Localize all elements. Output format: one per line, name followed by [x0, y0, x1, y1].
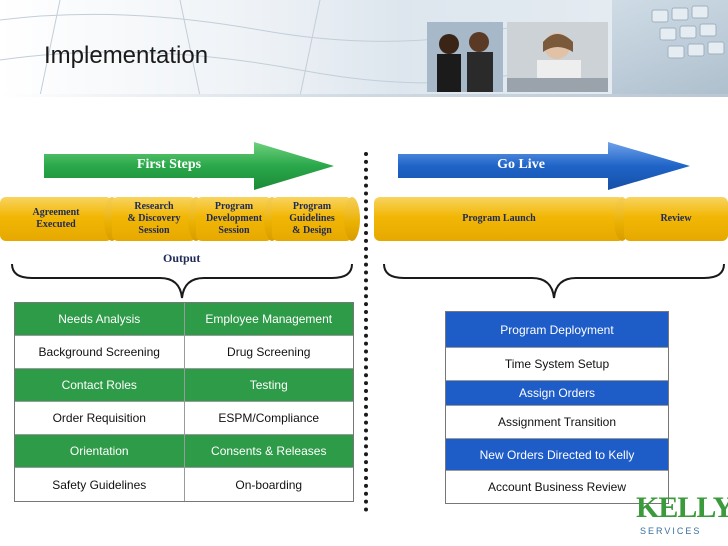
keyboard-photo — [612, 0, 728, 96]
process-step-end — [344, 197, 360, 241]
list-item: Time System Setup — [446, 348, 668, 381]
process-step-guidelines: Program Guidelines & Design — [272, 197, 352, 241]
phase-divider — [364, 152, 368, 512]
list-item: New Orders Directed to Kelly — [446, 439, 668, 471]
go-live-output-list: Program Deployment Time System Setup Ass… — [445, 311, 669, 504]
woman-laptop-photo — [507, 22, 608, 92]
process-step-research: Research & Discovery Session — [112, 197, 196, 241]
table-cell: Drug Screening — [183, 336, 353, 368]
first-steps-output-table: Needs Analysis Employee Management Backg… — [14, 302, 354, 502]
page-title: Implementation — [44, 42, 209, 69]
table-cell: Safety Guidelines — [15, 468, 184, 501]
list-item: Assignment Transition — [446, 406, 668, 439]
header-banner: Implementation — [0, 0, 728, 96]
table-row: Needs Analysis Employee Management — [15, 303, 353, 336]
table-row: Order Requisition ESPM/Compliance — [15, 402, 353, 435]
process-step-development: Program Development Session — [196, 197, 272, 241]
go-live-label: Go Live — [497, 157, 545, 172]
list-item: Assign Orders — [446, 381, 668, 406]
table-cell: Testing — [183, 369, 353, 401]
table-cell: On-boarding — [183, 468, 353, 501]
header-divider — [0, 94, 728, 97]
table-cell: ESPM/Compliance — [183, 402, 353, 434]
table-row: Background Screening Drug Screening — [15, 336, 353, 369]
table-cell: Employee Management — [183, 303, 353, 335]
business-people-photo — [427, 22, 503, 92]
table-cell: Order Requisition — [15, 402, 184, 434]
table-cell: Consents & Releases — [183, 435, 353, 467]
kelly-services-logo: KELLY SERVICES — [636, 493, 728, 541]
list-item: Program Deployment — [446, 312, 668, 348]
process-step-launch: Program Launch — [374, 197, 624, 241]
go-live-arrow — [398, 142, 690, 190]
output-label: Output — [163, 251, 201, 265]
right-brace — [383, 263, 725, 299]
process-step-agreement: Agreement Executed — [0, 197, 112, 241]
logo-subtitle: SERVICES — [640, 526, 702, 536]
table-cell: Needs Analysis — [15, 303, 184, 335]
table-cell: Orientation — [15, 435, 184, 467]
list-item: Account Business Review — [446, 471, 668, 503]
table-row: Orientation Consents & Releases — [15, 435, 353, 468]
left-brace — [11, 263, 353, 299]
table-cell: Background Screening — [15, 336, 184, 368]
logo-wordmark: KELLY — [636, 491, 728, 524]
table-row: Safety Guidelines On-boarding — [15, 468, 353, 501]
first-steps-arrow — [44, 142, 334, 190]
first-steps-label: First Steps — [136, 157, 202, 172]
table-cell: Contact Roles — [15, 369, 184, 401]
process-step-review: Review — [624, 197, 728, 241]
table-row: Contact Roles Testing — [15, 369, 353, 402]
